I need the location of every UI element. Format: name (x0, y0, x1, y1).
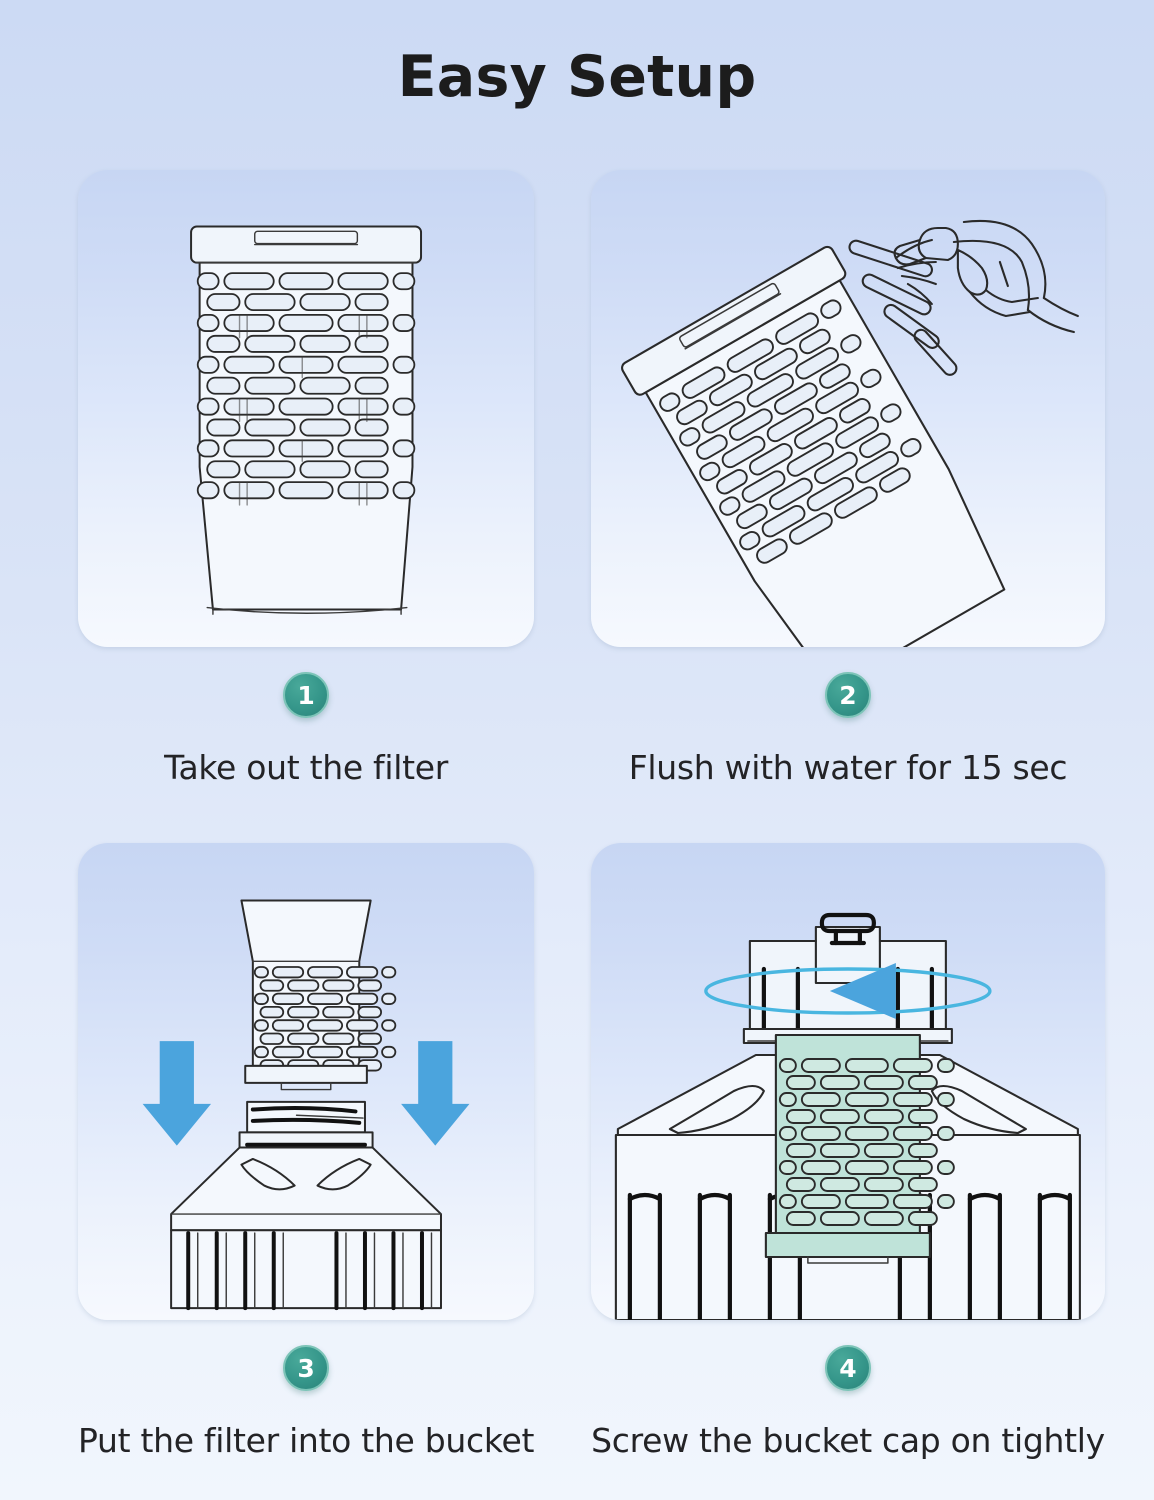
step-1-caption: Take out the filter (164, 748, 448, 787)
step-3: 3 Put the filter into the bucket (78, 843, 534, 1490)
down-arrow-icon (142, 1041, 470, 1146)
step-2: 2 Flush with water for 15 sec (591, 170, 1105, 817)
step-1-number-badge: 1 (283, 672, 330, 718)
step-3-caption: Put the filter into the bucket (78, 1421, 535, 1460)
water-jet-icon (848, 238, 958, 376)
step-2-number-badge: 2 (824, 672, 871, 718)
step-3-illustration-card (78, 843, 535, 1320)
step-4-illustration-card (591, 843, 1105, 1320)
bucket-cap-icon (742, 912, 954, 1045)
filter-cartridge-icon (621, 245, 1006, 647)
step-2-illustration-card (591, 170, 1105, 647)
step-4-number-badge: 4 (824, 1345, 871, 1391)
filter-cartridge-icon (190, 225, 423, 615)
steps-grid: 1 Take out the filter (0, 170, 1154, 1490)
rotation-arrow-icon (704, 963, 992, 1019)
step-2-caption: Flush with water for 15 sec (628, 748, 1068, 787)
step-1: 1 Take out the filter (78, 170, 535, 817)
step-4-caption: Screw the bucket cap on tightly (591, 1421, 1105, 1460)
bucket-icon (170, 1100, 442, 1311)
step-1-illustration-card (78, 170, 535, 647)
page-title: Easy Setup (397, 44, 757, 110)
filter-cartridge-icon (240, 899, 397, 1091)
step-4: 4 Screw the bucket cap on tightly (591, 843, 1105, 1490)
filter-cartridge-icon (764, 1033, 955, 1264)
step-3-number-badge: 3 (283, 1345, 330, 1391)
